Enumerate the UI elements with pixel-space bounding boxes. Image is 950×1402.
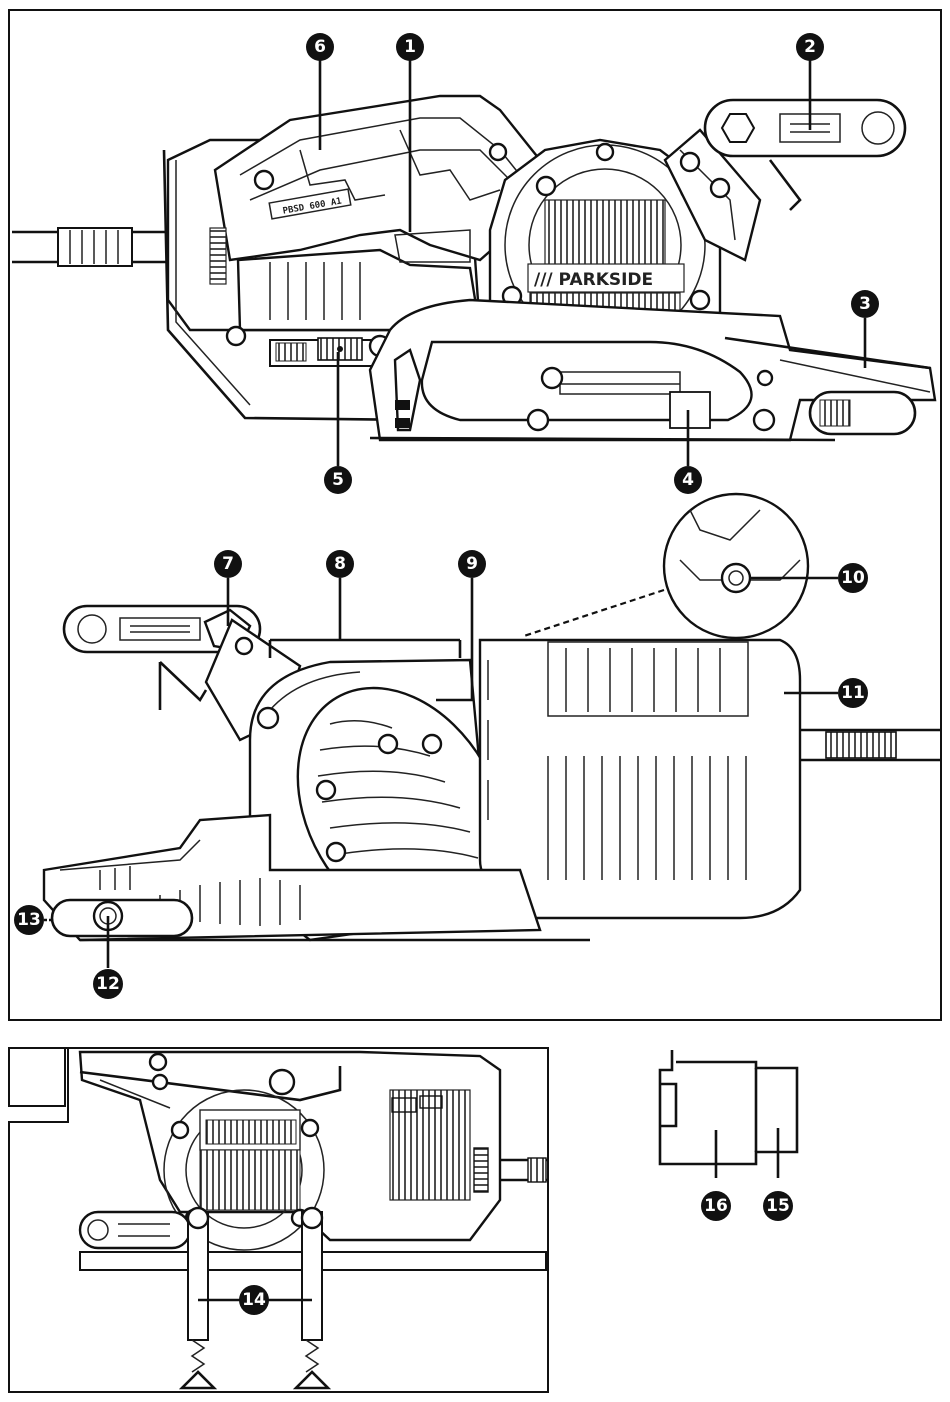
callout-2: 2 [796, 33, 824, 61]
callout-7: 7 [214, 550, 242, 578]
svg-text:13: 13 [17, 910, 41, 930]
svg-text:11: 11 [841, 683, 865, 703]
callout-5: 5 [324, 466, 352, 494]
svg-text:8: 8 [334, 554, 346, 574]
svg-text:14: 14 [242, 1290, 266, 1310]
svg-text:1: 1 [404, 37, 416, 57]
callout-12: 12 [93, 969, 123, 999]
clamp-panel [9, 1048, 548, 1392]
callout-4: 4 [674, 466, 702, 494]
callout-3: 3 [851, 290, 879, 318]
svg-text:3: 3 [859, 294, 871, 314]
callout-1: 1 [396, 33, 424, 61]
callout-15: 15 [763, 1191, 793, 1221]
svg-text:16: 16 [704, 1196, 728, 1216]
callout-6: 6 [306, 33, 334, 61]
svg-text:7: 7 [222, 554, 234, 574]
callout-11: 11 [838, 678, 868, 708]
speed-control-wheel [270, 338, 380, 366]
callout-14: 14 [239, 1285, 269, 1315]
svg-text:4: 4 [682, 470, 694, 490]
svg-text:15: 15 [766, 1196, 790, 1216]
svg-text:10: 10 [841, 568, 865, 588]
brand-label: /// PARKSIDE [534, 270, 653, 290]
svg-text:2: 2 [804, 37, 816, 57]
callout-8: 8 [326, 550, 354, 578]
svg-text:6: 6 [314, 37, 326, 57]
sander-opposite-view [44, 606, 940, 970]
callout-16: 16 [701, 1191, 731, 1221]
callout-9: 9 [458, 550, 486, 578]
cord-strain-relief [58, 228, 132, 266]
svg-text:9: 9 [466, 554, 478, 574]
detail-zoom-circle [524, 494, 808, 638]
svg-text:5: 5 [332, 470, 344, 490]
sander-side-view: PBSD 600 A1 /// PARKSIDE [12, 96, 935, 440]
dust-container-view [660, 1050, 797, 1178]
callout-10: 10 [838, 563, 868, 593]
svg-text:12: 12 [96, 974, 120, 994]
callout-13: 13 [14, 905, 44, 935]
panel-index-box [9, 1048, 65, 1106]
sanding-belt-assembly [370, 300, 935, 440]
